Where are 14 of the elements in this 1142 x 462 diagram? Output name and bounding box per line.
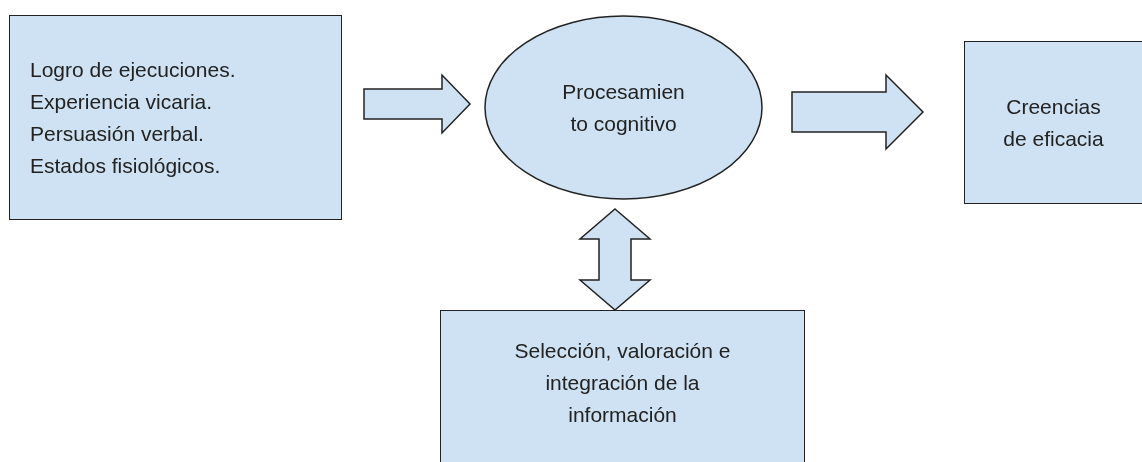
process-box	[964, 41, 1142, 204]
node-text: Logro de ejecuciones.	[30, 56, 236, 83]
node-text: Procesamien to cognitivo	[561, 78, 686, 137]
process-box	[440, 310, 805, 462]
process-ellipse	[484, 15, 763, 200]
double-block-arrow	[577, 208, 653, 311]
node-text: Persuasión verbal.	[30, 120, 204, 147]
node-text: Creencias de eficacia	[1002, 93, 1105, 152]
node-text: Selección, valoración e integración de la información	[513, 337, 732, 428]
block-arrow	[363, 73, 472, 135]
process-box	[9, 15, 342, 220]
block-arrow	[791, 73, 925, 151]
node-text: Estados fisiológicos.	[30, 152, 221, 179]
node-text: Experiencia vicaria.	[30, 88, 213, 115]
